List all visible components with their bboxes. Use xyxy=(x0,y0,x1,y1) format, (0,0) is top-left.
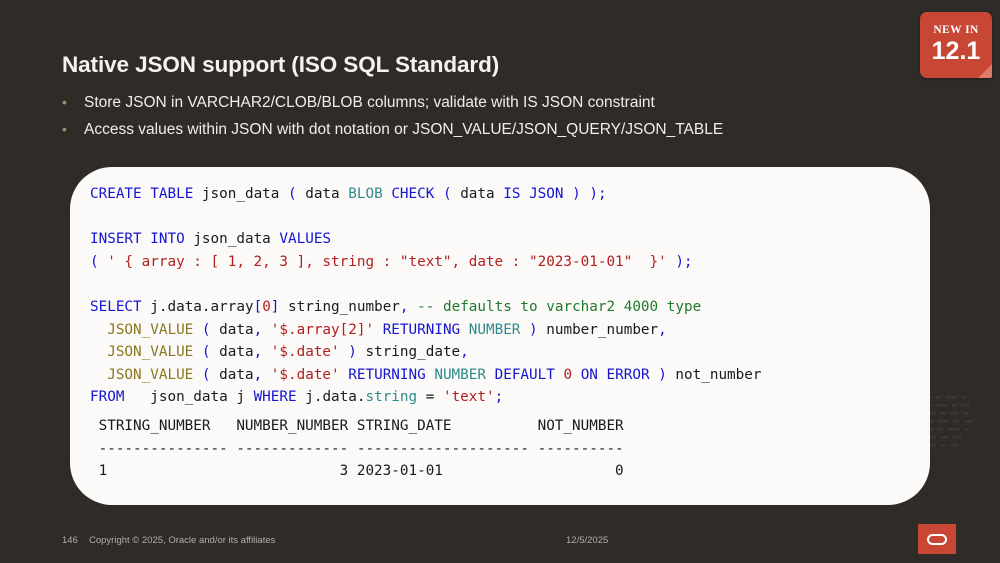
list-item: • Access values within JSON with dot not… xyxy=(62,120,912,141)
oracle-ring-icon xyxy=(927,533,947,545)
new-in-version-badge: NEW IN 12.1 xyxy=(920,12,992,78)
oracle-logo xyxy=(918,524,956,554)
bullet-list: • Store JSON in VARCHAR2/CLOB/BLOB colum… xyxy=(62,93,912,147)
code-sample-card: CREATE TABLE json_data ( data BLOB CHECK… xyxy=(70,167,930,505)
bullet-dot-icon: • xyxy=(62,94,67,110)
decorative-dot-pattern xyxy=(923,396,973,447)
query-result-block: STRING_NUMBER NUMBER_NUMBER STRING_DATE … xyxy=(98,418,624,480)
sql-code-block: CREATE TABLE json_data ( data BLOB CHECK… xyxy=(90,186,762,406)
badge-version: 12.1 xyxy=(931,37,981,65)
footer-page-number: 146 xyxy=(62,535,78,546)
bullet-text: Store JSON in VARCHAR2/CLOB/BLOB columns… xyxy=(84,94,655,111)
badge-label: NEW IN xyxy=(933,24,979,36)
list-item: • Store JSON in VARCHAR2/CLOB/BLOB colum… xyxy=(62,93,912,114)
badge-fold-corner xyxy=(978,64,992,78)
footer-copyright: Copyright © 2025, Oracle and/or its affi… xyxy=(89,535,276,546)
bullet-text: Access values within JSON with dot notat… xyxy=(84,120,724,138)
page-title: Native JSON support (ISO SQL Standard) xyxy=(62,52,500,77)
bullet-dot-icon: • xyxy=(62,120,67,137)
footer-date: 12/5/2025 xyxy=(566,535,609,546)
